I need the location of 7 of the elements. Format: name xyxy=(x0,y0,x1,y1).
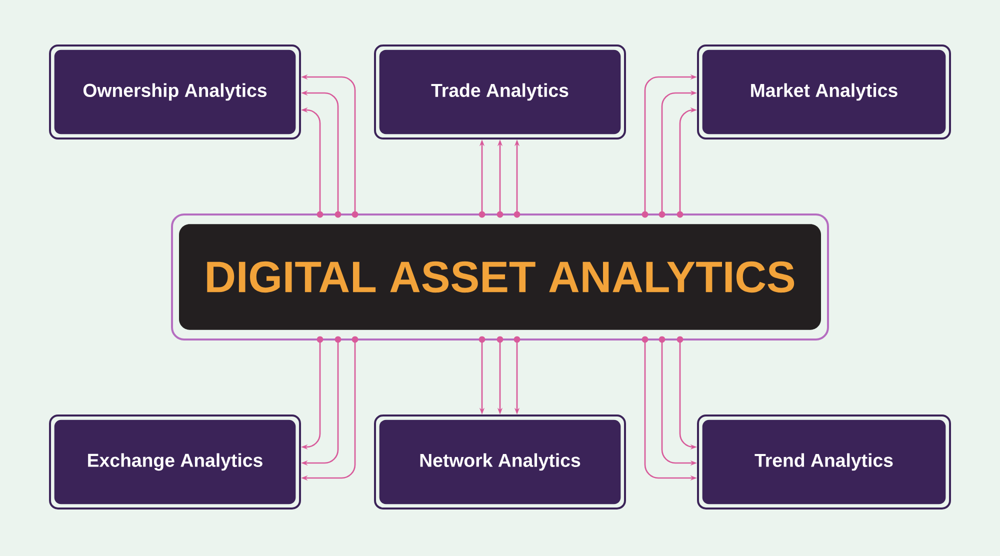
title-box: DIGITAL ASSET ANALYTICS xyxy=(171,211,829,343)
topic-box: Market Analytics xyxy=(697,44,951,140)
topic-box: Trend Analytics xyxy=(697,414,951,510)
topic-box: Exchange Analytics xyxy=(49,414,301,510)
topic-box: Network Analytics xyxy=(374,414,626,510)
topic-box: Ownership Analytics xyxy=(49,44,301,140)
topic-box: Trade Analytics xyxy=(374,44,626,140)
